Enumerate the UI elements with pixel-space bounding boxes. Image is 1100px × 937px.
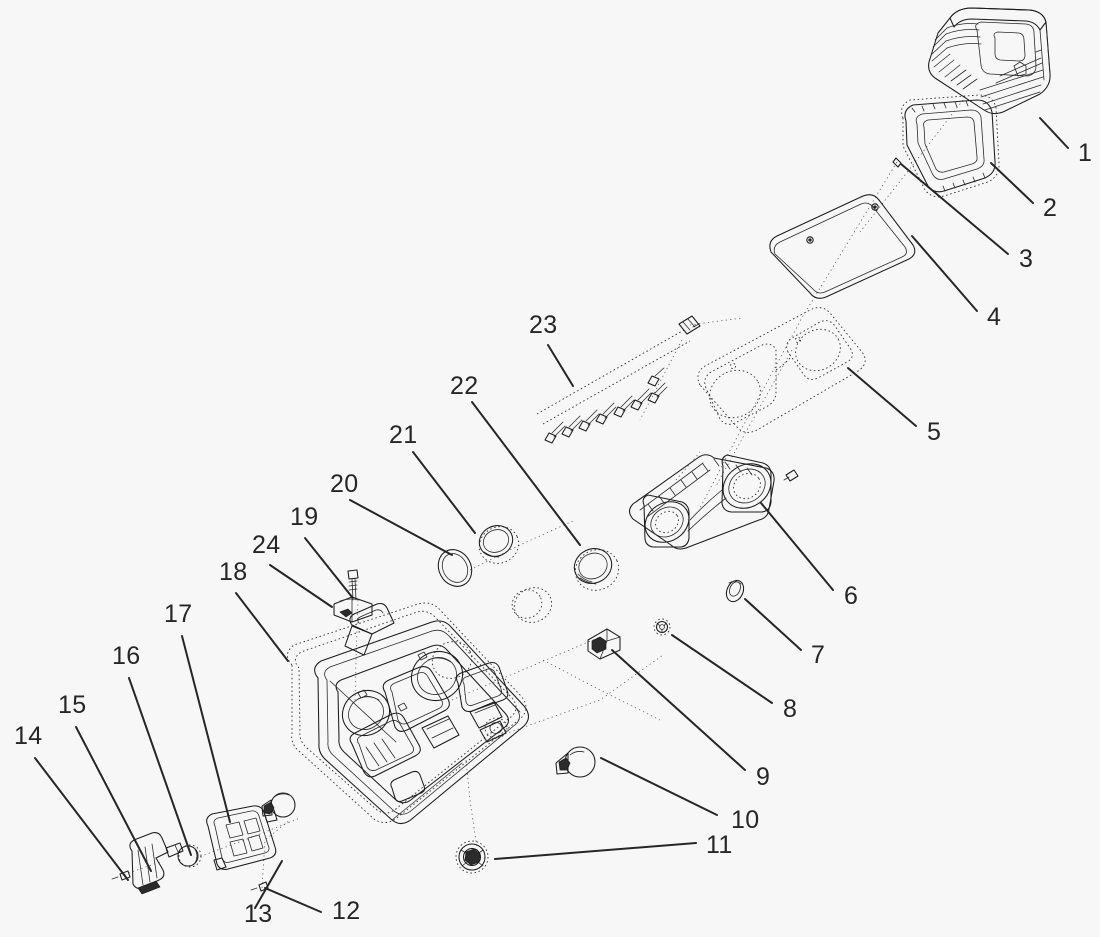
part-screw-set <box>536 315 701 444</box>
leader-line-1 <box>1039 117 1069 149</box>
callout-24: 24 <box>252 531 333 608</box>
callout-13: 13 <box>244 860 283 928</box>
part-cover-plate <box>769 194 916 299</box>
callout-7: 7 <box>744 598 825 669</box>
callout-number-15: 15 <box>58 691 86 719</box>
callout-number-4: 4 <box>987 303 1001 331</box>
leader-line-18 <box>235 592 289 662</box>
callout-10: 10 <box>600 757 759 834</box>
callout-18: 18 <box>219 558 289 662</box>
callout-23: 23 <box>529 311 574 387</box>
leader-line-7 <box>744 598 802 651</box>
leader-line-5 <box>847 367 917 427</box>
callout-8: 8 <box>671 634 797 723</box>
part-mount-bushing <box>261 792 296 818</box>
part-air-filter-element <box>928 7 1051 115</box>
callout-19: 19 <box>290 503 353 598</box>
callout-number-10: 10 <box>731 806 759 834</box>
part-o-ring-large <box>573 548 620 591</box>
leader-line-8 <box>671 634 773 704</box>
part-washer <box>653 618 671 636</box>
callout-number-20: 20 <box>330 470 358 498</box>
callout-3: 3 <box>900 163 1033 273</box>
callout-number-16: 16 <box>112 642 140 670</box>
callout-21: 21 <box>389 421 476 534</box>
leader-line-24 <box>269 564 333 608</box>
part-vent-cap <box>555 746 596 778</box>
leader-line-22 <box>471 401 581 546</box>
leader-line-6 <box>760 502 834 591</box>
leader-line-20 <box>349 499 453 556</box>
callout-number-17: 17 <box>164 600 192 628</box>
leader-line-16 <box>128 677 192 856</box>
part-air-filter-seal-frame <box>901 94 1000 198</box>
part-grommet <box>725 579 745 603</box>
leader-line-14 <box>34 757 129 881</box>
leader-line-12 <box>264 887 322 913</box>
callout-17: 17 <box>164 600 231 823</box>
part-stud-lower <box>783 469 799 482</box>
leader-line-2 <box>990 162 1034 204</box>
callout-22: 22 <box>450 372 581 546</box>
callout-number-1: 1 <box>1078 139 1092 167</box>
callout-14: 14 <box>14 722 129 881</box>
part-clamp-screw <box>250 881 269 892</box>
callout-11: 11 <box>494 831 733 860</box>
part-intake-manifold <box>628 454 775 550</box>
callout-number-24: 24 <box>252 531 280 559</box>
callout-number-6: 6 <box>844 582 858 610</box>
leader-line-11 <box>494 842 697 860</box>
callout-number-19: 19 <box>290 503 318 531</box>
leader-line-13 <box>254 860 283 909</box>
leader-line-19 <box>304 537 353 598</box>
callout-number-2: 2 <box>1043 194 1057 222</box>
callout-1: 1 <box>1039 117 1092 167</box>
leader-line-21 <box>412 451 476 534</box>
callout-9: 9 <box>611 649 770 791</box>
leader-line-9 <box>611 649 746 771</box>
callout-number-3: 3 <box>1019 245 1033 273</box>
callout-number-7: 7 <box>811 641 825 669</box>
callout-number-5: 5 <box>927 418 941 446</box>
part-breather-fitting <box>587 628 621 660</box>
part-intake-duct-bracket <box>111 832 184 895</box>
callout-15: 15 <box>58 691 152 872</box>
part-drain-plug <box>455 840 489 874</box>
leader-line-23 <box>547 344 574 387</box>
explode-axis-lines <box>119 99 964 889</box>
part-extra-seal-rings <box>431 587 553 679</box>
leader-line-10 <box>600 757 718 816</box>
callout-number-12: 12 <box>332 897 360 925</box>
callout-number-8: 8 <box>783 695 797 723</box>
leader-line-4 <box>911 235 978 312</box>
callout-5: 5 <box>847 367 941 446</box>
callout-12: 12 <box>264 887 360 925</box>
part-base-gasket-plate <box>697 307 866 433</box>
part-air-box-housing <box>287 602 530 825</box>
leader-line-17 <box>181 635 231 823</box>
part-intake-adapter <box>206 805 278 871</box>
part-screw-upper <box>892 157 902 168</box>
callout-16: 16 <box>112 642 192 856</box>
callout-number-21: 21 <box>389 421 417 449</box>
callout-number-22: 22 <box>450 372 478 400</box>
callout-4: 4 <box>911 235 1001 331</box>
callout-number-14: 14 <box>14 722 42 750</box>
leader-line-15 <box>75 726 152 872</box>
callout-number-23: 23 <box>529 311 557 339</box>
callout-2: 2 <box>990 162 1057 222</box>
callout-number-18: 18 <box>219 558 247 586</box>
callout-number-9: 9 <box>756 763 770 791</box>
part-o-ring-medium <box>478 525 520 564</box>
callout-20: 20 <box>330 470 453 556</box>
callout-number-13: 13 <box>244 900 272 928</box>
callout-number-11: 11 <box>706 831 733 859</box>
leader-line-3 <box>900 163 1009 255</box>
callout-6: 6 <box>760 502 858 610</box>
